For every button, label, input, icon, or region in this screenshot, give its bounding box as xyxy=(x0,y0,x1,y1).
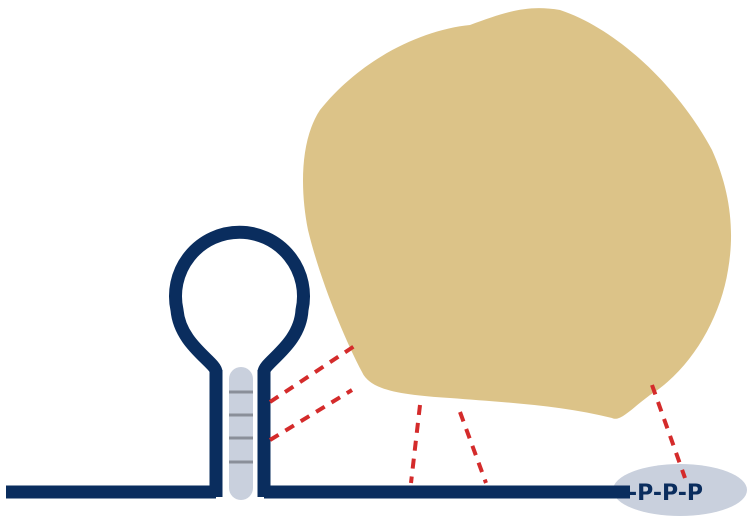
triphosphate-label: -P-P-P xyxy=(628,481,703,506)
base-pair-highlight xyxy=(229,367,253,500)
protein-blob xyxy=(303,8,732,419)
interaction-dashes xyxy=(268,343,687,484)
interaction-dash xyxy=(458,411,488,484)
interaction-dash xyxy=(409,404,422,484)
triphosphate-ellipse xyxy=(613,464,747,516)
base-pair-rungs xyxy=(229,390,253,464)
rna-hairpin-loop xyxy=(169,225,310,374)
interaction-dash xyxy=(268,388,354,442)
